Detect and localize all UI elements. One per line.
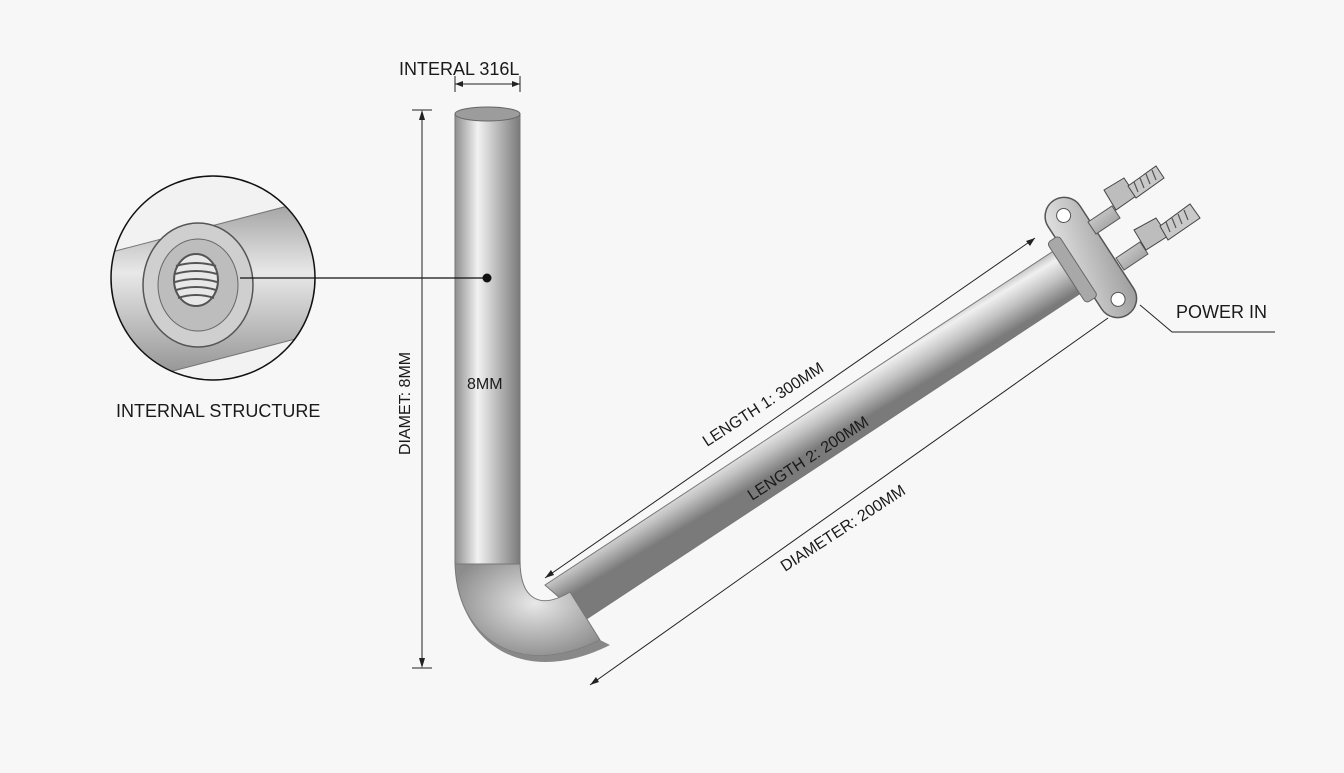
terminal-flange-assembly [1044,165,1201,319]
terminal-stud-lower [1115,203,1201,271]
flange-hole-top [1056,208,1072,224]
tube-diameter-label: 8MM [467,376,503,393]
tube-top-end [454,106,521,122]
dimension-lines [412,76,1275,686]
diameter-bottom-label: DIAMETER: 200MM [778,482,909,575]
tube-diagonal-section [544,247,1094,621]
tube-vertical-section [454,113,521,565]
flange-collar [1047,236,1097,303]
heating-tube [454,106,1094,662]
tube-bend-outer [455,560,610,662]
heating-coil-icon [173,253,219,307]
flange-hole-bottom [1110,291,1126,307]
power-in-label: POWER IN [1176,302,1267,322]
dimension-arrowheads [419,81,1035,685]
diameter-vertical-label: DIAMET: 8MM [397,352,414,455]
internal-structure-inset [110,175,487,381]
material-label: INTERAL 316L [399,59,519,79]
internal-structure-label: INTERNAL STRUCTURE [116,401,320,421]
terminal-stud-upper [1087,165,1165,235]
